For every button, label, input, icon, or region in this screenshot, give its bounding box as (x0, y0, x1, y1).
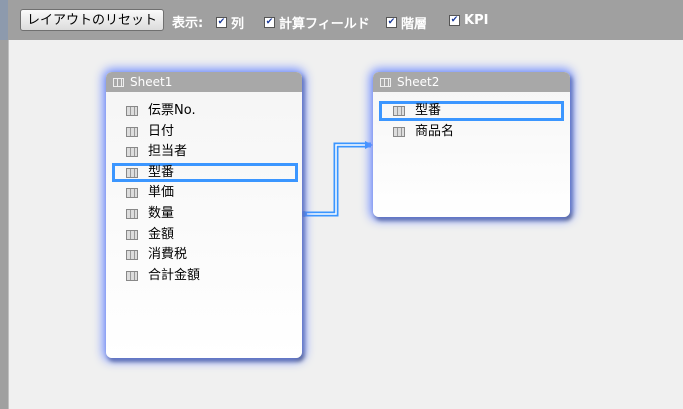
checkbox-columns[interactable]: ✔列 (216, 13, 244, 32)
field-icon (393, 126, 405, 137)
field-item[interactable]: 担当者 (106, 143, 302, 161)
field-label: 金額 (148, 226, 175, 242)
reset-layout-button[interactable]: レイアウトのリセット (20, 9, 165, 31)
field-item[interactable]: 型番 (106, 164, 302, 182)
field-icon (393, 106, 405, 116)
table-header[interactable]: Sheet1 (106, 72, 302, 92)
field-icon (126, 209, 138, 219)
toolbar: レイアウトのリセット 表示: ✔列 ✔計算フィールド ✔階層 ✔KPI (0, 0, 683, 40)
table-header[interactable]: Sheet2 (373, 72, 570, 92)
check-icon: ✔ (449, 15, 460, 26)
field-item[interactable]: 金額 (106, 226, 302, 244)
selected-field-highlight (379, 101, 564, 121)
field-item[interactable]: 型番 (373, 102, 570, 120)
field-label: 日付 (148, 123, 175, 139)
field-label: 商品名 (415, 123, 455, 139)
selected-field-highlight (112, 163, 298, 182)
field-item[interactable]: 単価 (106, 184, 302, 202)
table-icon (113, 78, 124, 87)
field-label: 伝票No. (148, 103, 196, 118)
field-label: 型番 (148, 164, 175, 180)
check-icon: ✔ (216, 17, 227, 28)
field-item[interactable]: 消費税 (106, 246, 302, 264)
field-icon (126, 229, 138, 240)
relationship-line[interactable] (9, 40, 683, 409)
checkbox-label: KPI (464, 13, 489, 28)
field-icon (126, 188, 138, 199)
field-item[interactable]: 伝票No. (106, 102, 302, 120)
table-name: Sheet2 (397, 75, 440, 89)
table-icon (380, 78, 391, 87)
table-name: Sheet1 (130, 75, 173, 89)
field-icon (126, 106, 138, 116)
checkbox-hierarchies[interactable]: ✔ 階層 (386, 13, 427, 32)
field-label: 担当者 (148, 144, 188, 160)
arrow-icon (365, 141, 373, 149)
field-icon (126, 250, 138, 261)
field-label: 合計金額 (148, 267, 201, 283)
checkbox-label: 計算フィールド (279, 17, 370, 32)
diagram-canvas: Sheet1 伝票No.日付担当者型番単価数量金額消費税合計金額 Sheet2 … (8, 40, 683, 409)
field-item[interactable]: 合計金額 (106, 267, 302, 285)
table-sheet2[interactable]: Sheet2 型番商品名 (373, 72, 570, 217)
checkbox-kpi[interactable]: ✔ KPI (449, 13, 488, 28)
field-label: 単価 (148, 185, 175, 201)
field-icon (126, 147, 138, 158)
field-item[interactable]: 数量 (106, 205, 302, 223)
field-item[interactable]: 日付 (106, 123, 302, 141)
table-sheet1[interactable]: Sheet1 伝票No. 日付担当者型番単価数量金額消費税合計金額 (106, 72, 302, 358)
check-icon: ✔ (386, 17, 397, 28)
field-icon (126, 270, 138, 281)
field-icon (126, 167, 138, 178)
field-label: 型番 (415, 103, 442, 118)
field-label: 消費税 (148, 247, 188, 263)
checkbox-label: 列 (231, 17, 245, 32)
check-icon: ✔ (264, 17, 275, 28)
checkbox-label: 階層 (401, 17, 428, 32)
field-icon (126, 126, 138, 137)
connector-dot-icon (301, 211, 307, 217)
field-label: 数量 (148, 206, 175, 221)
field-item[interactable]: 商品名 (373, 123, 570, 141)
checkbox-calculated-fields[interactable]: ✔ 計算フィールド (264, 13, 370, 32)
show-label: 表示: (172, 16, 204, 31)
